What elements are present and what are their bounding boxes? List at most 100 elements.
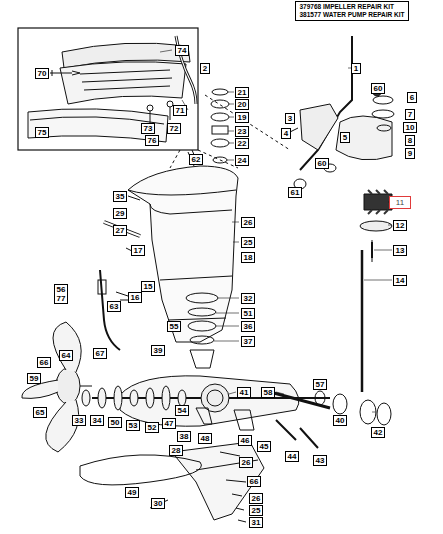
callout-number: 12	[393, 220, 408, 231]
drawing-stroke	[211, 139, 229, 147]
callout-number: 15	[141, 281, 156, 292]
callout-text: 37	[244, 337, 253, 346]
callout-number: 23	[235, 126, 250, 137]
drawing-stroke	[147, 105, 153, 111]
leader-lines	[160, 50, 392, 412]
callout-text: 51	[244, 309, 253, 318]
callout-text: 10	[406, 123, 415, 132]
callout-number: 22	[235, 138, 250, 149]
callout-text: 34	[93, 416, 102, 425]
callout-number: 37	[241, 336, 256, 347]
callout-number: 47	[162, 418, 177, 429]
callout-number: 61	[288, 187, 303, 198]
callout-text: 64	[62, 351, 71, 360]
drawing-stroke	[371, 242, 373, 258]
callout-number: 45	[257, 441, 272, 452]
drawing-stroke	[212, 89, 228, 95]
callout-text: 49	[128, 488, 137, 497]
drawing-stroke	[150, 204, 232, 214]
callout-number: 60	[371, 83, 386, 94]
water-pump	[286, 84, 394, 258]
dashed-guides	[170, 95, 290, 168]
callout-text: 12	[396, 221, 405, 230]
callout-text: 43	[316, 456, 325, 465]
callout-text: 41	[240, 388, 249, 397]
callout-text: 58	[264, 388, 273, 397]
callout-number: 18	[241, 252, 256, 263]
callout-number: 31	[249, 517, 264, 528]
callout-text: 32	[244, 294, 253, 303]
callout-number: 7	[405, 109, 415, 120]
drawing-stroke	[348, 68, 392, 280]
kit-note-box: 379768 IMPELLER REPAIR KIT381577 WATER P…	[295, 1, 408, 21]
callout-number: 63	[107, 301, 122, 312]
callout-text: 39	[154, 346, 163, 355]
callout-text: 19	[238, 113, 247, 122]
callout-text: 70	[38, 69, 47, 78]
callout-number: 32	[241, 293, 256, 304]
callout-number: 17	[131, 245, 146, 256]
callout-number: 1	[351, 63, 361, 74]
drawing-stroke	[128, 166, 238, 342]
callout-number: 71	[173, 105, 188, 116]
callout-text: 72	[170, 124, 179, 133]
gearcase-housing	[120, 166, 299, 520]
callout-number: 55	[167, 321, 182, 332]
callout-text: 42	[374, 428, 383, 437]
callout-number: 2	[200, 63, 210, 74]
callout-text: 26	[242, 458, 251, 467]
drawing-stroke	[270, 392, 330, 408]
callout-number: 60	[315, 158, 330, 169]
drawing-stroke	[214, 222, 239, 341]
callout-text: 66	[40, 358, 49, 367]
drawing-stroke	[50, 70, 80, 76]
callout-text: 61	[291, 188, 300, 197]
callout-number: 59	[27, 373, 42, 384]
callout-text: 62	[192, 155, 201, 164]
callout-text: 16	[131, 293, 140, 302]
drawing-stroke	[104, 222, 140, 236]
callout-number: 8	[405, 135, 415, 146]
callout-text: 11	[396, 198, 404, 207]
callout-text: 22	[238, 139, 247, 148]
shift-rod	[98, 270, 136, 350]
callout-text: 45	[260, 442, 269, 451]
callout-text: 60	[374, 84, 383, 93]
drawing-stroke	[56, 368, 80, 404]
callout-text: 66	[250, 477, 259, 486]
callout-number: 44	[285, 451, 300, 462]
callout-number: 65	[33, 407, 48, 418]
callout-text: 29	[116, 209, 125, 218]
callout-number: 3	[285, 113, 295, 124]
drawing-stroke	[176, 36, 196, 104]
callout-number: 57	[313, 379, 328, 390]
propeller	[22, 322, 92, 452]
callout-text: 26	[244, 218, 253, 227]
callout-number: 48	[198, 433, 213, 444]
drawing-stroke	[300, 104, 338, 150]
callout-text: 63	[110, 302, 119, 311]
callout-text: 18	[244, 253, 253, 262]
callout-number: 13	[393, 245, 408, 256]
callout-number: 39	[151, 345, 166, 356]
callout-text: 5	[343, 133, 347, 142]
callout-number: 6	[407, 92, 417, 103]
callout-text: 71	[176, 106, 185, 115]
callout-number: 29	[113, 208, 128, 219]
callout-number: 75	[35, 127, 50, 138]
callout-number: 51	[241, 308, 256, 319]
callout-number: 40	[333, 415, 348, 426]
callout-text: 55	[170, 322, 179, 331]
kit-note-text: 381577 WATER PUMP REPAIR KIT	[299, 11, 404, 19]
drawing-stroke	[176, 36, 196, 104]
callout-number: 26	[241, 217, 256, 228]
callout-text: 48	[201, 434, 210, 443]
drawing-stroke	[160, 50, 234, 160]
drawing-stroke	[190, 350, 214, 368]
drawing-stroke	[361, 250, 364, 392]
callout-text: 65	[36, 408, 45, 417]
callout-text: 15	[144, 282, 153, 291]
drawing-stroke	[234, 410, 254, 430]
callout-number: 5677	[54, 284, 69, 304]
drawing-stroke	[315, 391, 325, 405]
